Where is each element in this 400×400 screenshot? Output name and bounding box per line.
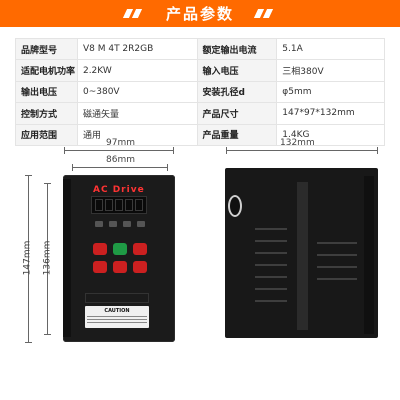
spec-key: 适配电机功率 [15, 59, 78, 82]
side-vent [255, 240, 287, 242]
dimension-tick [25, 342, 32, 343]
spec-value: 147*97*132mm [276, 102, 385, 125]
dimension-tick [64, 147, 65, 154]
spec-key: 产品尺寸 [196, 102, 278, 125]
spec-value: V8 M 4T 2R2GB [76, 37, 198, 61]
dimension-tick [44, 183, 51, 184]
side-vent [255, 288, 287, 290]
dimension-line [64, 150, 174, 151]
dimension-height-outer: 147mm [22, 240, 33, 276]
dimension-tick [25, 175, 32, 176]
dimension-line [72, 167, 168, 168]
side-vent [317, 242, 357, 244]
spec-key: 品牌型号 [15, 37, 78, 61]
mounting-clip-icon [228, 195, 242, 217]
side-vent [255, 252, 287, 254]
spec-key: 控制方式 [15, 102, 78, 125]
keypad-button [93, 261, 107, 273]
side-vent [317, 254, 357, 256]
side-edge [364, 176, 374, 334]
spec-key: 额定输出电流 [196, 37, 278, 61]
display-digit [125, 199, 133, 211]
function-key [95, 221, 103, 227]
dimension-depth: 132mm [280, 138, 315, 148]
spec-table: 品牌型号 V8 M 4T 2R2GB 额定输出电流 5.1A 适配电机功率 2.… [15, 37, 385, 147]
device-side-view [225, 168, 378, 338]
dimension-width-outer: 97mm [106, 138, 135, 148]
spec-value: 5.1A [276, 37, 385, 61]
dimension-line [47, 183, 48, 335]
display-digit [115, 199, 123, 211]
run-button [113, 243, 127, 255]
caution-text-line [87, 322, 147, 323]
table-row: 应用范围 通用 产品重量 1.4KG [15, 123, 385, 147]
device-front-view: AC Drive CAUTION [63, 175, 175, 342]
spec-value: 1.4KG [276, 123, 385, 147]
display-digit [105, 199, 113, 211]
table-row: 输出电压 0~380V 安装孔径d φ5mm [15, 80, 385, 104]
spec-value: φ5mm [276, 80, 385, 104]
spec-value: 通用 [76, 123, 198, 147]
spec-value: 三相380V [276, 59, 385, 82]
spec-key: 产品重量 [196, 123, 278, 147]
caution-text-line [87, 316, 147, 317]
side-vent [317, 266, 357, 268]
side-rib [297, 182, 308, 330]
side-vent [255, 228, 287, 230]
dimension-tick [167, 164, 168, 171]
table-row: 控制方式 磁通矢量 产品尺寸 147*97*132mm [15, 102, 385, 125]
header-bar: 产品参数 [0, 0, 400, 27]
decorative-slash [262, 9, 274, 18]
side-vent [317, 278, 357, 280]
keypad-button [133, 261, 147, 273]
caution-label: CAUTION [85, 306, 149, 328]
spec-value: 2.2KW [76, 59, 198, 82]
brand-label: AC Drive [93, 185, 145, 195]
spec-key: 输入电压 [196, 59, 278, 82]
dimension-height-inner: 136mm [42, 240, 53, 276]
led-display [91, 196, 147, 214]
side-vent [255, 264, 287, 266]
dimension-line [226, 150, 378, 151]
spec-key: 安装孔径d [196, 80, 278, 104]
decorative-slash [131, 9, 143, 18]
vent-grille [85, 293, 149, 303]
dimension-width-inner: 86mm [106, 155, 135, 165]
function-key [137, 221, 145, 227]
spec-value: 0~380V [76, 80, 198, 104]
keypad-button [133, 243, 147, 255]
side-vent [255, 300, 287, 302]
page-title: 产品参数 [165, 5, 234, 23]
spec-value: 磁通矢量 [76, 102, 198, 125]
side-vent [255, 276, 287, 278]
display-digit [135, 199, 143, 211]
dimension-tick [377, 147, 378, 154]
dimension-tick [226, 147, 227, 154]
function-key [109, 221, 117, 227]
display-digit [95, 199, 103, 211]
caution-text-line [87, 319, 147, 320]
dimension-tick [72, 164, 73, 171]
dimension-tick [173, 147, 174, 154]
dimension-tick [44, 334, 51, 335]
dimension-line [28, 175, 29, 343]
spec-key: 应用范围 [15, 123, 78, 147]
table-row: 适配电机功率 2.2KW 输入电压 三相380V [15, 59, 385, 82]
function-key [123, 221, 131, 227]
spec-key: 输出电压 [15, 80, 78, 104]
heat-sink-fin [63, 179, 71, 337]
table-row: 品牌型号 V8 M 4T 2R2GB 额定输出电流 5.1A [15, 37, 385, 61]
stop-button [113, 261, 127, 273]
keypad [93, 243, 147, 279]
keypad-button [93, 243, 107, 255]
caution-title: CAUTION [104, 308, 130, 314]
